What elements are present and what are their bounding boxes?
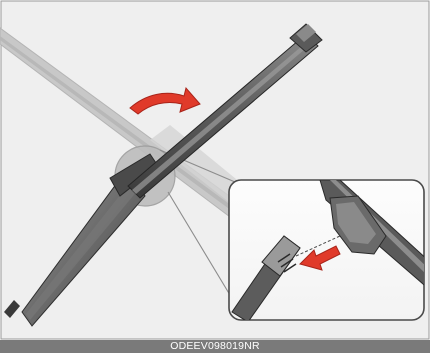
detail-inset	[229, 180, 430, 322]
figure-code-label: ODEEV098019NR	[0, 340, 430, 353]
